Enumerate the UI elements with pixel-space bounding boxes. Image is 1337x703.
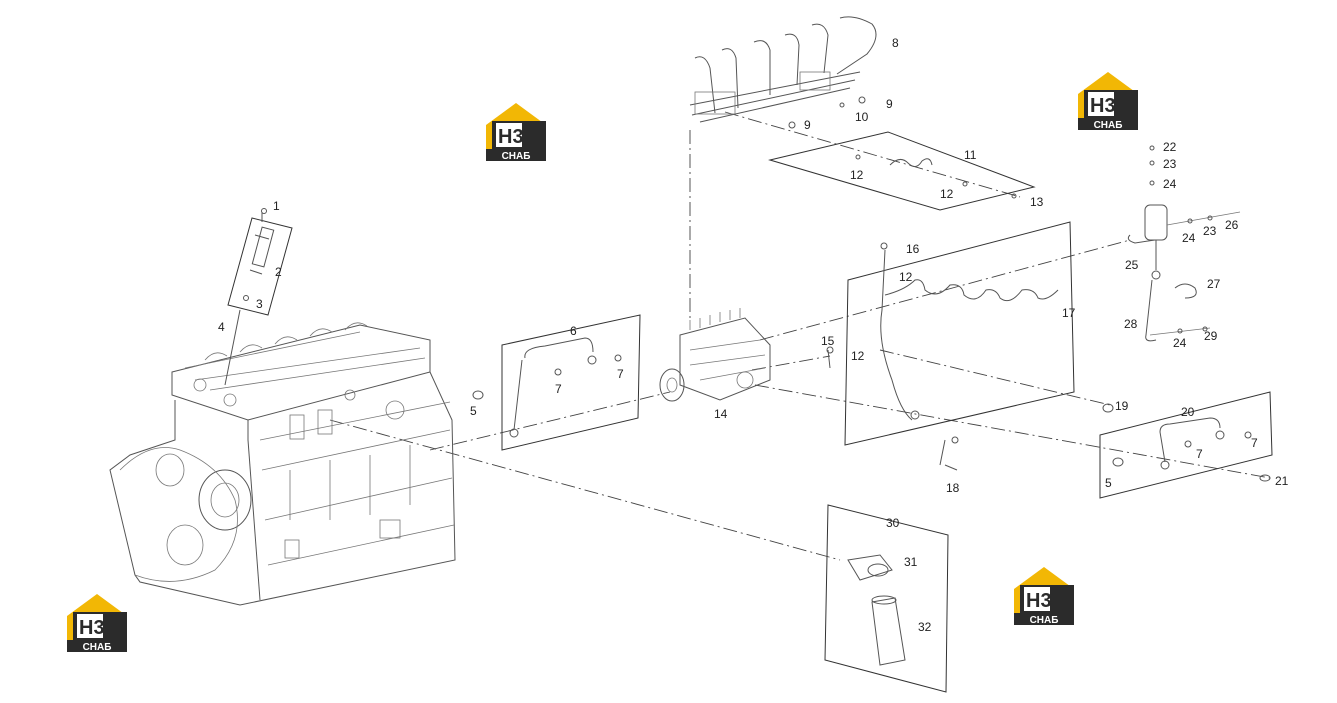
callout-10: 10 — [855, 110, 869, 124]
logo-inner — [496, 123, 522, 147]
callout-7: 7 — [617, 367, 624, 381]
callout-12: 12 — [850, 168, 864, 182]
callout-15: 15 — [821, 334, 835, 348]
callout-4: 4 — [218, 320, 225, 334]
logo-subtext: СНАБ — [83, 642, 112, 653]
logo-text: H3 — [79, 617, 105, 639]
callout-20: 20 — [1181, 405, 1195, 419]
callout-27: 27 — [1207, 277, 1221, 291]
callout-19: 19 — [1115, 399, 1129, 413]
callout-12: 12 — [851, 349, 865, 363]
panel-17 — [844, 221, 1114, 471]
callout-1: 1 — [273, 199, 280, 213]
engine-block — [109, 322, 456, 606]
callout-13: 13 — [1030, 195, 1044, 209]
high-pressure-lines — [689, 16, 877, 129]
callout-24: 24 — [1182, 231, 1196, 245]
logo-text: H3 — [1090, 95, 1116, 117]
callout-6: 6 — [570, 324, 577, 338]
callout-24: 24 — [1173, 336, 1187, 350]
panel-11 — [768, 131, 1036, 211]
panel-30 — [824, 504, 949, 693]
callout-7: 7 — [1196, 447, 1203, 461]
panel-6 — [472, 314, 641, 451]
callout-18: 18 — [946, 481, 960, 495]
watermark-logo: H3 СНАБ — [1078, 72, 1138, 131]
callout-5: 5 — [470, 404, 477, 418]
callout-23: 23 — [1203, 224, 1217, 238]
watermark-logo: H3 СНАБ — [67, 594, 127, 653]
callout-31: 31 — [904, 555, 918, 569]
center-lines — [329, 111, 1271, 561]
watermark-logo: H3 СНАБ — [1014, 567, 1074, 626]
callout-25: 25 — [1125, 258, 1139, 272]
callout-30: 30 — [886, 516, 900, 530]
panel-20 — [1099, 391, 1273, 499]
logo-subtext: СНАБ — [1030, 615, 1059, 626]
callout-7: 7 — [1251, 436, 1258, 450]
callout-29: 29 — [1204, 329, 1218, 343]
injection-pump — [659, 308, 834, 402]
logo-subtext: СНАБ — [502, 151, 531, 162]
callout-21: 21 — [1275, 474, 1289, 488]
callout-11: 11 — [964, 148, 977, 162]
logo-text: H3 — [1026, 590, 1052, 612]
callout-5: 5 — [1105, 476, 1112, 490]
callout-32: 32 — [918, 620, 932, 634]
callout-28: 28 — [1124, 317, 1138, 331]
callout-23: 23 — [1163, 157, 1177, 171]
callout-14: 14 — [714, 407, 728, 421]
callout-3: 3 — [256, 297, 263, 311]
callout-9: 9 — [804, 118, 811, 132]
callout-16: 16 — [906, 242, 920, 256]
logo-text: H3 — [498, 126, 524, 148]
callout-9: 9 — [886, 97, 893, 111]
callout-26: 26 — [1225, 218, 1239, 232]
callout-8: 8 — [892, 36, 899, 50]
solenoid-assembly — [1127, 145, 1241, 342]
watermark-logo: H3 СНАБ — [486, 103, 546, 162]
logo-subtext: СНАБ — [1094, 120, 1123, 131]
callout-12: 12 — [899, 270, 913, 284]
callout-7: 7 — [555, 382, 562, 396]
callout-2: 2 — [275, 265, 282, 279]
callout-24: 24 — [1163, 177, 1177, 191]
injector-assembly — [224, 208, 293, 386]
callout-22: 22 — [1163, 140, 1177, 154]
callout-labels: 1 2 3 4 5 5 6 7 7 7 7 8 9 9 10 11 12 12 … — [218, 36, 1289, 634]
callout-17: 17 — [1062, 306, 1076, 320]
callout-12: 12 — [940, 187, 954, 201]
